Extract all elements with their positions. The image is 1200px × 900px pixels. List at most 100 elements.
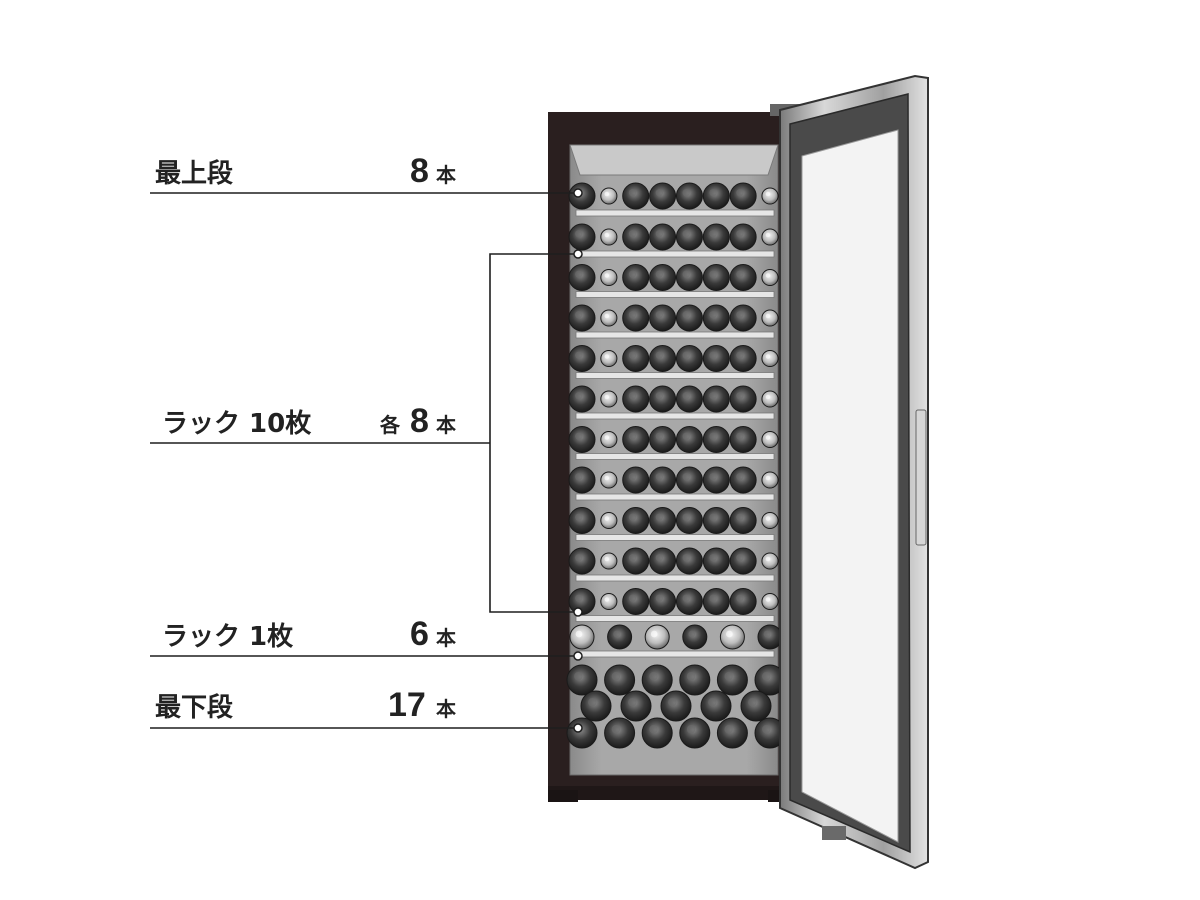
rack-9-row-bottle — [649, 547, 677, 575]
rack-3-row-bottle — [649, 304, 677, 332]
leader-lines — [150, 192, 578, 729]
cabinet-foot-left — [548, 790, 578, 802]
rack6-bottle — [644, 624, 670, 650]
bottom-row-3-bottle — [754, 717, 786, 749]
rack-6-row-bottle — [675, 426, 703, 453]
label-rack6-count: 6 — [410, 615, 429, 653]
rack-4-row-bottle — [622, 345, 650, 372]
rack-6-row-bottle — [761, 430, 779, 449]
rack-6-row-bottle — [702, 426, 730, 453]
leader-dot-rack6 — [573, 651, 583, 661]
rack-1-row-bottle — [649, 223, 677, 251]
bottom-row-1-bottle — [566, 664, 598, 696]
rack-3-row-bottle — [568, 304, 596, 332]
label-racks-unit: 本 — [436, 413, 456, 437]
bottom-row-2-bottle — [620, 690, 652, 722]
bottom-row-3-bottle — [679, 717, 711, 749]
rack-9-row-bottle — [568, 547, 596, 575]
top-row-bottle — [568, 182, 596, 210]
leader-dot-racks-start — [573, 249, 583, 259]
leader-line-racks-bracket — [489, 253, 578, 613]
rack-5-row-bottle — [622, 385, 650, 413]
bottom-row-2-bottle — [740, 690, 772, 722]
rack-7-row-bottle — [649, 466, 677, 494]
rack-8-row-bottle — [622, 507, 650, 534]
rack-10-row-bottle — [675, 588, 703, 615]
rack-8-shelf — [575, 534, 775, 541]
rack-7-row-bottle — [729, 466, 757, 494]
label-bottom-name: 最下段 — [155, 692, 233, 723]
bottom-row-2-bottle — [660, 690, 692, 722]
rack-2-row-bottle — [675, 264, 703, 291]
rack-8-row-bottle — [761, 511, 779, 530]
rack-9-shelf — [575, 574, 775, 582]
rack-5-row-bottle — [761, 390, 779, 408]
rack-10-row-bottle — [600, 592, 618, 611]
rack-2-row-bottle — [622, 264, 650, 291]
rack-9-row-bottle — [600, 552, 618, 570]
rack-8-row-bottle — [568, 507, 596, 534]
rack-7-row-bottle — [761, 471, 779, 489]
top-row-bottle — [622, 182, 650, 210]
bottom-row-3-bottle — [641, 717, 673, 749]
top-shelf — [575, 209, 775, 217]
rack-7-row-bottle — [600, 471, 618, 489]
rack-10-row-bottle — [761, 592, 779, 611]
rack-2-row-bottle — [649, 264, 677, 291]
bottom-row-2-bottle — [700, 690, 732, 722]
rack-2-row-bottle — [702, 264, 730, 291]
bottom-row-3-bottle — [566, 717, 598, 749]
rack-4-row-bottle — [675, 345, 703, 372]
shelves — [575, 209, 775, 658]
rack-2-row-bottle — [729, 264, 757, 291]
leader-dot-top — [573, 188, 583, 198]
rack-7-row-bottle — [675, 466, 703, 494]
rack-3-row-bottle — [761, 309, 779, 327]
rack-9-row-bottle — [761, 552, 779, 570]
label-racks-name: ラック 10枚 — [162, 409, 311, 439]
rack-5-row-bottle — [675, 385, 703, 413]
rack-7-row-bottle — [622, 466, 650, 494]
rack-6-row-bottle — [649, 426, 677, 453]
rack-3-row-bottle — [702, 304, 730, 332]
rack-8-row-bottle — [702, 507, 730, 534]
rack-10-shelf — [575, 615, 775, 622]
label-rack6-name: ラック 1枚 — [162, 622, 293, 652]
rack-10-row-bottle — [729, 588, 757, 615]
rack-3-row-bottle — [600, 309, 618, 327]
door-hinge-bottom — [822, 826, 846, 840]
rack-9-row-bottle — [702, 547, 730, 575]
bottom-row-1-bottle — [641, 664, 673, 696]
rack-3-row-bottle — [675, 304, 703, 332]
rack-5-shelf — [575, 412, 775, 420]
bottom-row-1-bottle — [716, 664, 748, 696]
label-bottom-unit: 本 — [436, 697, 456, 721]
rack-1-row-bottle — [702, 223, 730, 251]
rack-9-row-bottle — [729, 547, 757, 575]
rack6-bottle — [607, 624, 633, 650]
label-bottom-count: 17 — [388, 686, 426, 724]
bottom-row-1-bottle — [604, 664, 636, 696]
rack-5-row-bottle — [568, 385, 596, 413]
rack6-bottle — [682, 624, 708, 650]
rack-5-row-bottle — [702, 385, 730, 413]
rack-7-row-bottle — [568, 466, 596, 494]
rack-4-row-bottle — [729, 345, 757, 372]
rack-5-row-bottle — [729, 385, 757, 413]
top-row-bottle — [600, 187, 618, 205]
rack-1-row-bottle — [622, 223, 650, 251]
rack-1-row-bottle — [568, 223, 596, 251]
labels: 最上段 8 本 ラック 10枚 各 8 本 ラック 1枚 6 本 最下段 17 … — [155, 152, 456, 724]
rack-6-row-bottle — [600, 430, 618, 449]
rack-8-row-bottle — [600, 511, 618, 530]
rack-4-row-bottle — [649, 345, 677, 372]
rack-4-row-bottle — [702, 345, 730, 372]
rack-8-row-bottle — [649, 507, 677, 534]
top-row-bottle — [761, 187, 779, 205]
rack-3-shelf — [575, 331, 775, 339]
rack-1-shelf — [575, 250, 775, 258]
label-rack6-unit: 本 — [436, 626, 456, 650]
rack-8-row-bottle — [675, 507, 703, 534]
rack-6-row-bottle — [622, 426, 650, 453]
rack-5-row-bottle — [600, 390, 618, 408]
